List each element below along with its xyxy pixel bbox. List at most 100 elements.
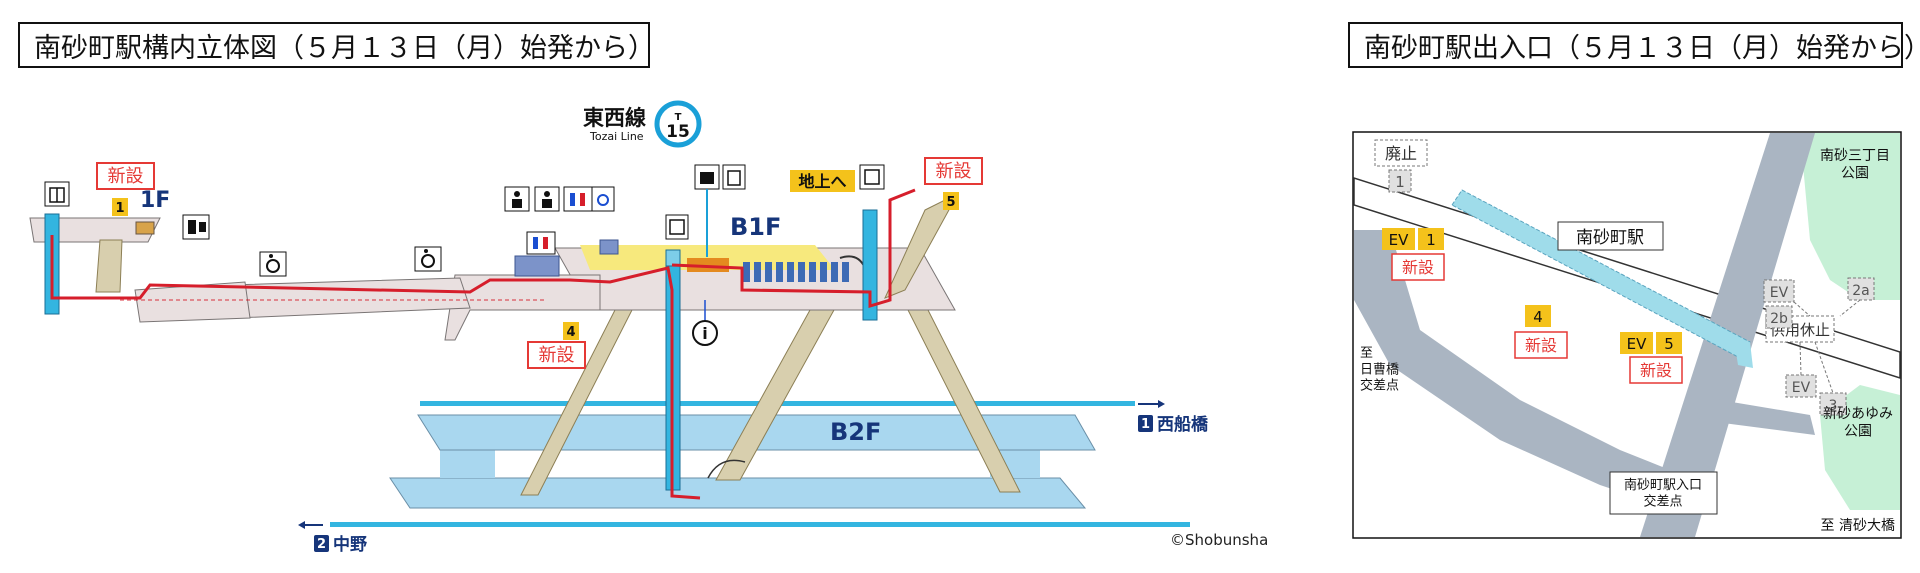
new-exit4-label-text: 新設 (1525, 336, 1557, 355)
label-line: 新砂あゆみ (1823, 406, 1893, 422)
accessible-toilet (599, 239, 619, 255)
exit4-map-badge (1525, 305, 1551, 327)
elevator-icon-3 (859, 164, 885, 190)
exit2b-number: 2b (1770, 311, 1788, 327)
diagram-title-text: 南砂町駅構内立体図（５月１３日（月）始発から） (34, 32, 655, 64)
stair-middle (715, 309, 835, 481)
elevator-icon-2 (665, 214, 689, 240)
line-number: 15 (666, 122, 690, 142)
b2f-stairs (520, 309, 1021, 496)
b2f-connector-left (440, 448, 495, 478)
diagram-title: 南砂町駅構内立体図（５月１３日（月）始発から） (18, 22, 655, 68)
dest2-number: 2 (317, 537, 326, 552)
restroom-block (514, 255, 560, 277)
ev5-badge (1620, 332, 1653, 354)
exit4-number: 4 (566, 325, 575, 340)
ev-suspended-3: EV (1792, 380, 1811, 396)
exit1-new-number: 1 (1426, 231, 1436, 249)
elevator-icon (44, 181, 70, 207)
b1f-west-end (134, 281, 251, 323)
exit5-map-badge (1656, 332, 1682, 354)
floor-label-b2f: B2F (830, 418, 881, 446)
ticket-gates (743, 255, 866, 282)
to-ground-text: 地上へ (798, 172, 846, 191)
ev5-text: EV (1627, 335, 1647, 353)
track-eastbound (330, 522, 1190, 527)
ev1-badge (1382, 228, 1415, 250)
park2-label: 新砂あゆみ公園 (1823, 406, 1893, 440)
new-exit4-label (1514, 331, 1568, 359)
wheelchair-icon-2 (414, 246, 442, 272)
exit4-map-number: 4 (1533, 308, 1543, 326)
intersection-box (1609, 471, 1718, 515)
line-letter: T (675, 112, 682, 123)
accessible-route (50, 188, 916, 500)
floor-label-b1f: B1F (730, 213, 781, 241)
ev-suspended-1: EV (1770, 285, 1789, 301)
person-icon (534, 186, 560, 212)
floor-label-1f: 1F (140, 188, 170, 213)
station-name: 南砂町駅 (1576, 228, 1644, 248)
park1-label: 南砂三丁目公園 (1820, 148, 1890, 182)
wheelchair-icon (259, 251, 287, 277)
exit3-number: 3 (1829, 398, 1838, 414)
to-hiso-label: 至日曹橋交差点 (1360, 346, 1399, 394)
ticket-office (687, 258, 729, 272)
dest2-name: 中野 (333, 534, 367, 555)
exit2a-number: 2a (1852, 283, 1870, 299)
exit5-number: 5 (946, 195, 955, 210)
pictograms: i (44, 164, 885, 346)
exit5-badge (943, 192, 959, 210)
exit1-labels: 新設 1 (96, 162, 155, 216)
fare-adjust-icon (722, 164, 746, 190)
map-title-text: 南砂町駅出入口（５月１３日（月）始発から） (1364, 32, 1920, 64)
exit1-stair (95, 239, 123, 293)
nursing-room-icon (504, 186, 530, 212)
exit5-labels: 新設 5 (924, 157, 983, 210)
new-exit1-label (1391, 253, 1445, 281)
new-exit5-label (1629, 356, 1683, 384)
label-line: 日曹橋 (1360, 362, 1399, 377)
new-label-exit1-text: 新設 (108, 166, 144, 187)
road-east (1690, 395, 1815, 435)
new-exit1-label-text: 新設 (1402, 258, 1434, 277)
b2f-level: B2F (330, 401, 1190, 527)
office-icon (694, 164, 720, 190)
destination-1: 1 西船橋 (1138, 400, 1209, 435)
exit1-area: 1F (95, 188, 170, 293)
exit-map: 南砂町駅 廃止 1 EV 1 新設 4 新設 EV 5 新設 供用休止 EV (1352, 131, 1902, 539)
map-title: 南砂町駅出入口（５月１３日（月）始発から） (1348, 22, 1920, 68)
restroom-icon-2 (526, 231, 556, 255)
new-label-exit5 (924, 157, 983, 185)
station-label-box (1557, 221, 1664, 251)
suspended-exits: 供用休止 EV 2a 2b EV 3 (1763, 277, 1875, 416)
line-name-en: Tozai Line (589, 130, 644, 143)
dest1-name: 西船橋 (1157, 414, 1209, 435)
label-line: 公園 (1844, 424, 1872, 440)
ev1-text: EV (1389, 231, 1409, 249)
line-circle (654, 100, 702, 148)
to-ground-label: 地上へ (790, 170, 855, 192)
exit1-number: 1 (115, 201, 124, 216)
copyright: ©Shobunsha (1170, 531, 1268, 549)
abolished-box (1374, 139, 1428, 167)
accessible-toilet-icon (591, 186, 615, 212)
label-line: 交差点 (1643, 493, 1682, 509)
b1f-level: B1F (29, 213, 956, 341)
station-end (1735, 342, 1753, 368)
b1f-long-passage (229, 277, 471, 319)
old-exit1-badge (1388, 169, 1412, 193)
exit5-map-number: 5 (1664, 335, 1674, 353)
to-kiyosuna-label: 至 清砂大橋 (1821, 518, 1895, 534)
label-line: 南砂三丁目 (1820, 148, 1890, 164)
exit1-ticket-machine (135, 221, 155, 235)
new-exit5-label-text: 新設 (1640, 361, 1672, 380)
dest1-number: 1 (1141, 417, 1150, 432)
b2f-platform-lower (389, 477, 1087, 509)
new-label-exit1 (96, 162, 155, 190)
destination-2: 2 中野 (298, 521, 367, 555)
f1-entrance-plaza (29, 217, 161, 243)
new-label-exit4-text: 新設 (539, 345, 575, 366)
ticket-machine-icon (182, 214, 210, 240)
